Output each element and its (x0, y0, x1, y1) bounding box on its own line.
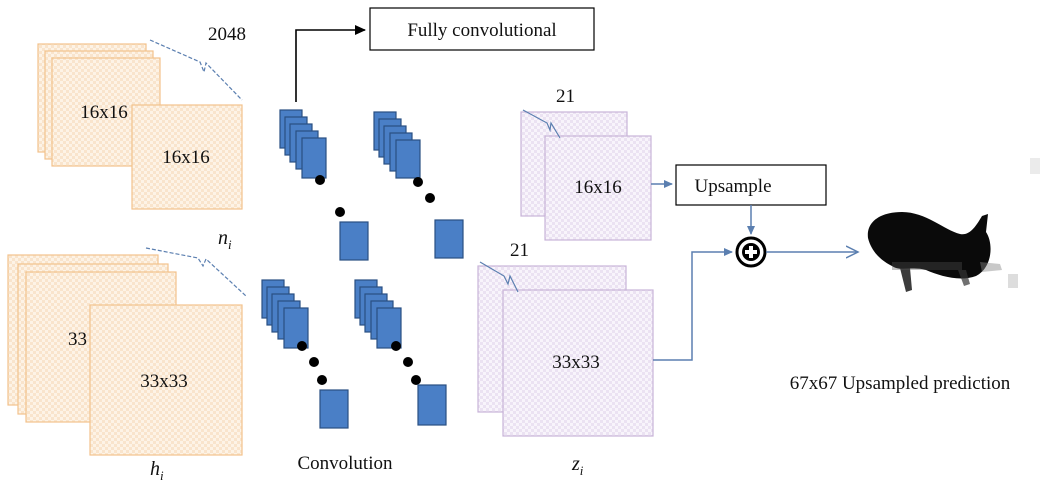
score-map-top: 16x16 21 (520, 86, 652, 241)
convolution-caption: Convolution (297, 453, 393, 474)
bottom-dim-label: hi (150, 458, 164, 483)
conv-block-top-right (373, 111, 464, 259)
fully-conv-label: Fully convolutional (407, 20, 556, 41)
fully-conv-box (369, 7, 595, 51)
top-feature-front-label: 16x16 (162, 147, 210, 168)
bottom-feature-stack: 33 33x33 hi (7, 247, 247, 483)
score-bottom-to-sum-arrow (653, 248, 733, 361)
top-depth-brace (149, 39, 243, 101)
conv-block-bottom-right (354, 279, 447, 426)
upsample-label: Upsample (694, 176, 771, 197)
top-dim-label: ni (218, 227, 232, 252)
bottom-feature-front-label: 33x33 (140, 371, 188, 392)
fully-conv-arrow (295, 25, 366, 102)
conv-block-top-left (279, 109, 369, 261)
score-map-bottom: 33x33 21 zi (477, 240, 654, 478)
score-bottom-depth: 21 (510, 240, 529, 261)
score-top-depth: 21 (556, 86, 575, 107)
score-bottom-depth-brace (479, 261, 519, 293)
score-top-label: 16x16 (574, 177, 622, 198)
bottom-feature-back-label: 33 (68, 329, 87, 350)
score-bottom-label: 33x33 (552, 352, 600, 373)
score-bottom-dim-label: zi (571, 453, 584, 478)
score-top-depth-brace (522, 109, 561, 139)
top-depth-label: 2048 (208, 24, 246, 45)
top-feature-stack: 16x16 16x16 2048 ni (37, 24, 246, 252)
top-feature-back-label: 16x16 (80, 102, 128, 123)
prediction-caption: 67x67 Upsampled prediction (790, 373, 1011, 394)
conv-block-bottom-left (261, 279, 349, 429)
upsample-box (675, 164, 827, 206)
bottom-depth-brace (145, 247, 247, 297)
sum-node-icon (735, 236, 767, 268)
prediction-image (860, 150, 1056, 346)
